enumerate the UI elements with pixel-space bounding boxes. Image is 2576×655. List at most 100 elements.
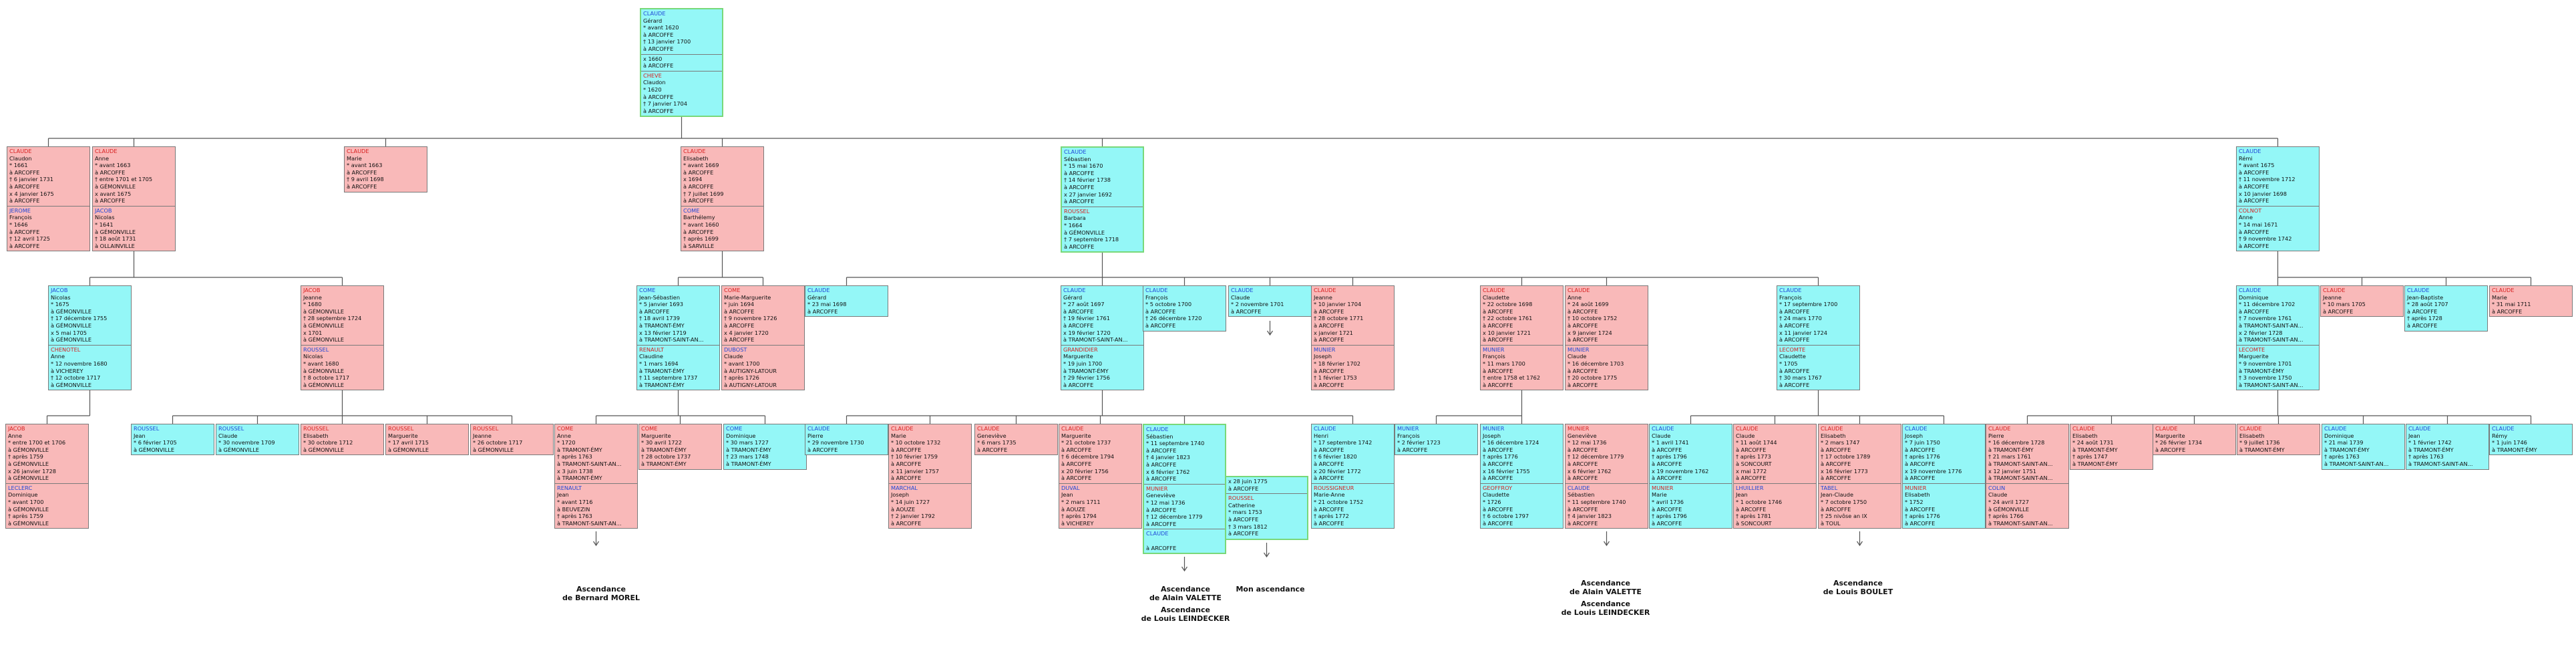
surname: CLAUDE: [1779, 287, 1802, 293]
surname: CLAUDE: [2407, 287, 2430, 293]
given-name: François: [1779, 293, 1802, 301]
life-event: à ARCOFFE: [2239, 168, 2269, 176]
life-event: à ARCOFFE: [1779, 307, 1810, 315]
life-event: † après 1759: [8, 453, 43, 461]
life-event: à TRAMONT-ÉMY: [639, 381, 685, 388]
life-event: à GÉMONVILLE: [51, 336, 92, 344]
life-event: à ARCOFFE: [1779, 336, 1810, 344]
given-name: Elisabeth: [1821, 432, 1846, 439]
given-name: Pierre: [1988, 432, 2004, 439]
given-name: Claude: [724, 353, 743, 360]
life-event: * 1 juin 1746: [2492, 439, 2527, 446]
surname: CLAUDE: [2155, 425, 2178, 432]
life-event: à ARCOFFE: [347, 168, 377, 176]
surname: CLAUDE: [1146, 530, 1169, 537]
given-name: Claude: [218, 432, 238, 439]
down-arrow-icon: [593, 541, 599, 547]
given-name: Jean-Claude: [1821, 491, 1854, 499]
given-name: Jeanne: [2323, 293, 2342, 301]
life-event: * 30 octobre 1712: [303, 439, 353, 446]
surname: COME: [557, 425, 574, 432]
surname: MUNIER: [1568, 425, 1590, 432]
surname: COME: [639, 287, 656, 293]
given-name: Marguerite: [2155, 432, 2185, 439]
life-event: à ARCOFFE: [1779, 381, 1810, 388]
ascendance-link-l4[interactable]: Mon ascendance: [1217, 585, 1324, 594]
given-name: Jeanne: [1314, 293, 1332, 301]
given-name: Anne: [51, 353, 65, 360]
surname: MUNIER: [1905, 484, 1927, 491]
life-event: * 1675: [51, 301, 69, 308]
life-event: x mai 1772: [1736, 467, 1767, 475]
surname: RENAULT: [639, 346, 665, 353]
given-name: Jean: [1061, 491, 1073, 499]
surname: COME: [683, 207, 700, 214]
life-event: x 19 novembre 1776: [1905, 467, 1962, 475]
life-event: à ARCOFFE: [1652, 519, 1682, 527]
